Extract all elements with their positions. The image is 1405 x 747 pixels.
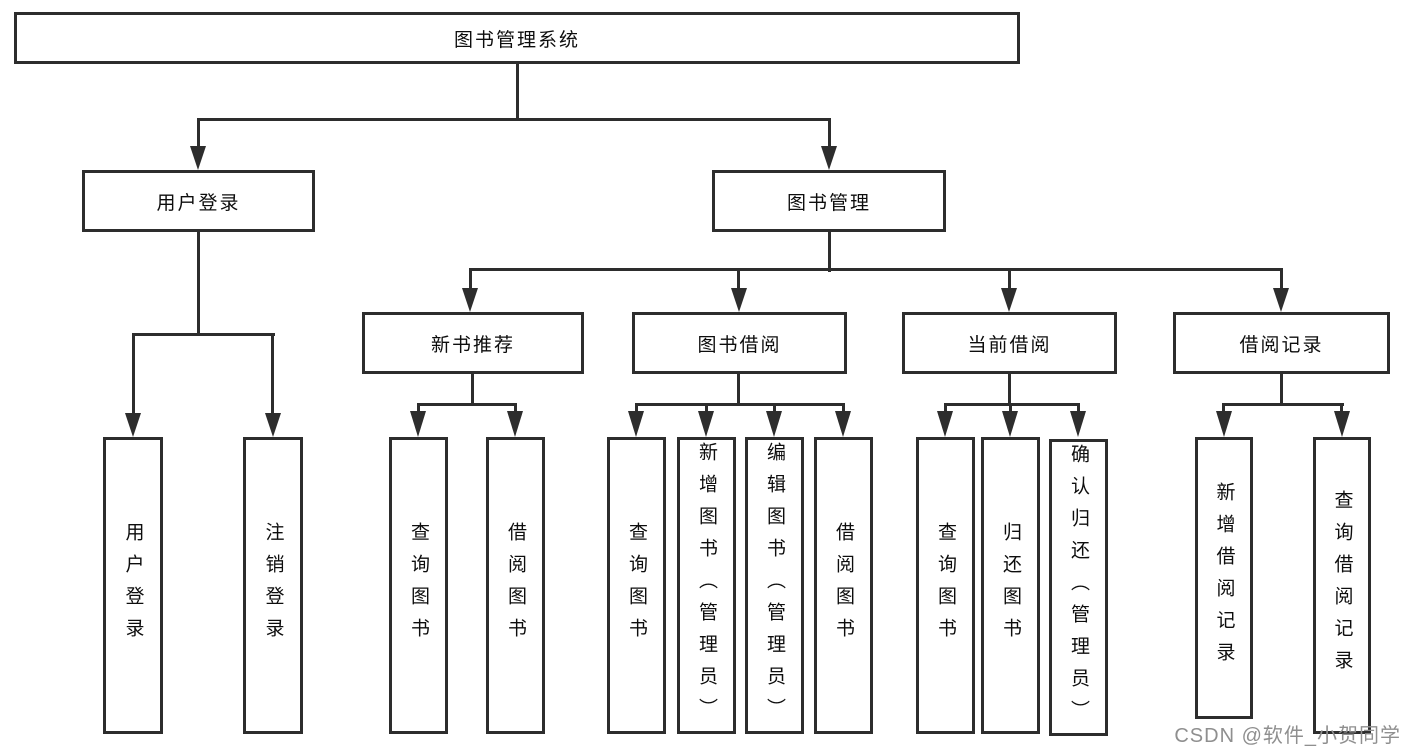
arrowhead-down <box>1070 411 1086 437</box>
connector-line <box>1280 270 1283 292</box>
leaf-query-borrow-record: 查询借阅记录 <box>1313 437 1371 734</box>
leaf-user-login: 用户登录 <box>103 437 163 734</box>
connector-line <box>944 405 947 413</box>
connector-line <box>197 118 831 121</box>
connector-line <box>828 232 831 272</box>
arrowhead-down <box>1273 288 1289 312</box>
leaf-borrow-books-recommend: 借阅图书 <box>486 437 545 734</box>
connector-line <box>469 270 472 292</box>
arrowhead-down <box>1216 411 1232 437</box>
connector-line <box>197 232 200 336</box>
arrowhead-down <box>937 411 953 437</box>
leaf-query-books-current: 查询图书 <box>916 437 975 734</box>
leaf-query-books-borrowing: 查询图书 <box>607 437 666 734</box>
connector-line <box>773 405 776 413</box>
connector-line <box>271 335 274 415</box>
connector-line <box>828 120 831 148</box>
node-book-borrowing: 图书借阅 <box>632 312 847 374</box>
arrowhead-down <box>1001 288 1017 312</box>
watermark: CSDN @软件_小贺同学 <box>1174 725 1401 747</box>
connector-line <box>705 405 708 413</box>
connector-line <box>514 405 517 413</box>
leaf-return-books: 归还图书 <box>981 437 1040 734</box>
node-library-system: 图书管理系统 <box>14 12 1020 64</box>
connector-line <box>469 268 1283 271</box>
leaf-add-book-admin: 新增图书（管理员） <box>677 437 736 734</box>
arrowhead-down <box>766 411 782 437</box>
connector-line <box>417 403 517 406</box>
arrowhead-down <box>835 411 851 437</box>
arrowhead-down <box>462 288 478 312</box>
arrowhead-down <box>1334 411 1350 437</box>
node-new-book-recommendation: 新书推荐 <box>362 312 584 374</box>
connector-line <box>1222 403 1344 406</box>
connector-line <box>471 374 474 405</box>
connector-line <box>1077 405 1080 413</box>
node-borrowing-records: 借阅记录 <box>1173 312 1390 374</box>
arrowhead-down <box>731 288 747 312</box>
connector-line <box>944 403 1080 406</box>
arrowhead-down <box>507 411 523 437</box>
connector-line <box>1222 405 1225 413</box>
connector-line <box>635 405 638 413</box>
connector-line <box>1009 405 1012 413</box>
arrowhead-down <box>190 146 206 170</box>
connector-line <box>132 335 135 415</box>
leaf-edit-book-admin: 编辑图书（管理员） <box>745 437 804 734</box>
leaf-query-books-recommend: 查询图书 <box>389 437 448 734</box>
arrowhead-down <box>1002 411 1018 437</box>
arrowhead-down <box>265 413 281 437</box>
connector-line <box>417 405 420 413</box>
connector-line <box>132 333 275 336</box>
leaf-logout: 注销登录 <box>243 437 303 734</box>
connector-line <box>842 405 845 413</box>
leaf-borrow-books: 借阅图书 <box>814 437 873 734</box>
connector-line <box>1340 405 1343 413</box>
connector-line <box>635 403 845 406</box>
arrowhead-down <box>698 411 714 437</box>
connector-line <box>516 64 519 120</box>
node-book-management: 图书管理 <box>712 170 946 232</box>
leaf-add-borrow-record: 新增借阅记录 <box>1195 437 1253 719</box>
arrowhead-down <box>125 413 141 437</box>
connector-line <box>1008 270 1011 292</box>
connector-line <box>197 120 200 148</box>
connector-line <box>737 374 740 405</box>
connector-line <box>737 270 740 292</box>
connector-line <box>1008 374 1011 405</box>
arrowhead-down <box>410 411 426 437</box>
node-user-login: 用户登录 <box>82 170 315 232</box>
node-current-borrowing: 当前借阅 <box>902 312 1117 374</box>
arrowhead-down <box>628 411 644 437</box>
arrowhead-down <box>821 146 837 170</box>
connector-line <box>1280 374 1283 405</box>
leaf-confirm-return-admin: 确认归还（管理员） <box>1049 439 1108 736</box>
